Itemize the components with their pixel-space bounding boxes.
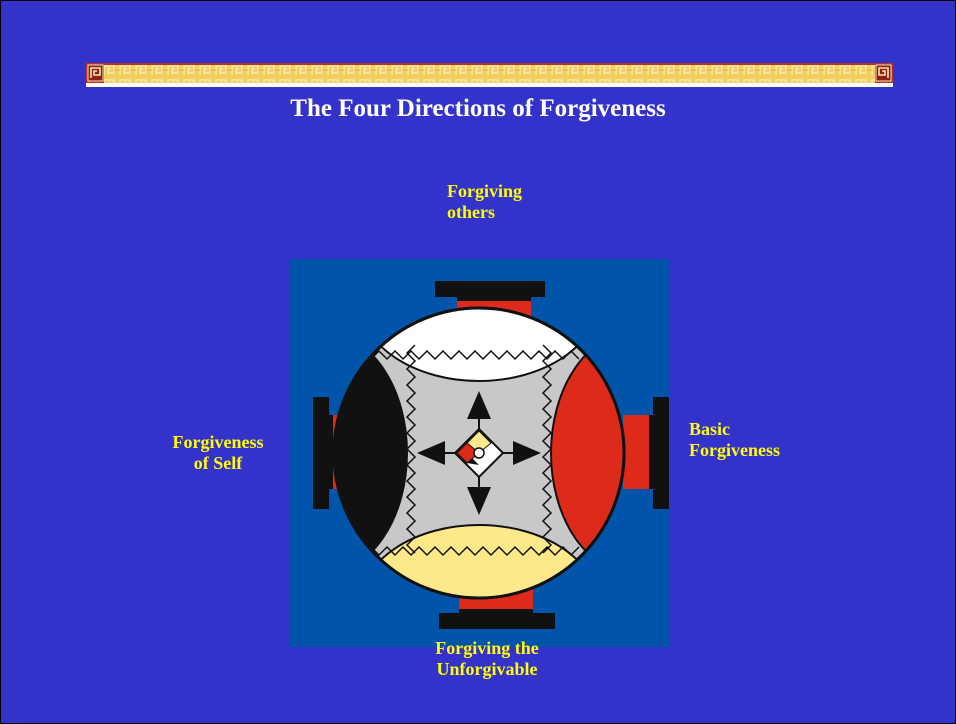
label-forgiving-the-unforgivable: Forgiving the Unforgivable xyxy=(412,638,562,680)
label-forgiveness-of-self: Forgiveness of Self xyxy=(151,432,285,474)
greek-key-banner xyxy=(86,63,893,87)
label-forgiving-others: Forgiving others xyxy=(447,181,522,223)
medicine-wheel-diagram xyxy=(289,259,669,647)
label-basic-forgiveness: Basic Forgiveness xyxy=(689,419,780,461)
slide-title: The Four Directions of Forgiveness xyxy=(1,95,955,123)
